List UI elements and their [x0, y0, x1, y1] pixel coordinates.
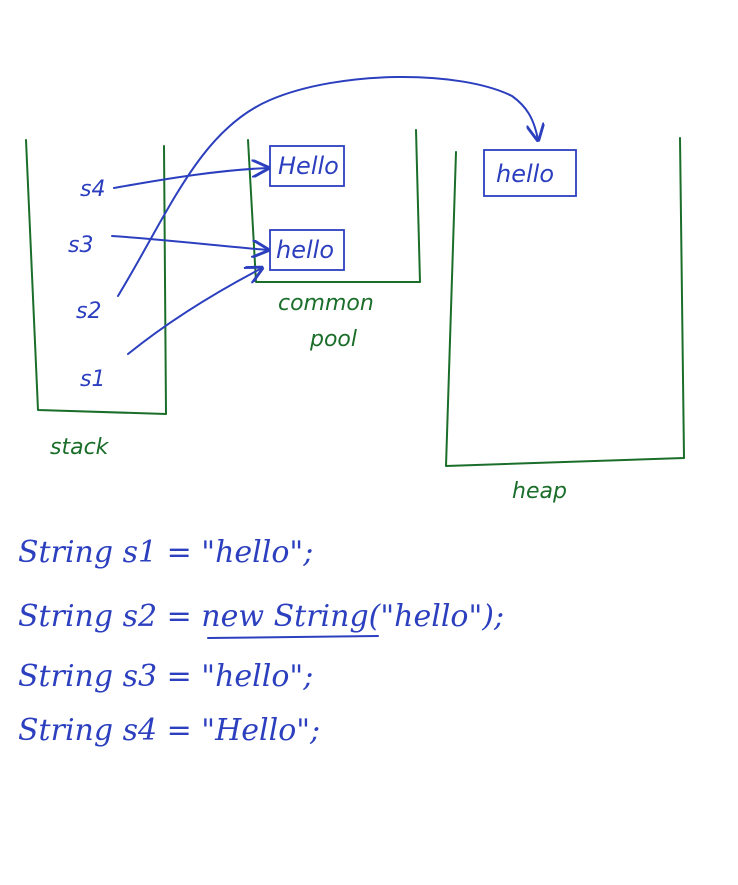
arrow-s4-to-pool-upper [113, 168, 268, 189]
arrow-s1-to-pool-lower [127, 268, 262, 355]
variable-s3: s3 [68, 233, 93, 258]
heap-box-text: hello [496, 160, 554, 188]
heap-region [445, 137, 685, 467]
variable-s1: s1 [80, 367, 105, 392]
heap-box [483, 149, 577, 197]
pool-box-upper-text: Hello [278, 152, 339, 180]
stack-region [25, 139, 167, 415]
code-line-2: String s2 = new String("hello"); [18, 599, 504, 634]
code-line-3: String s3 = "hello"; [18, 659, 313, 694]
arrow-s2-to-heap-box [117, 76, 538, 297]
common-pool-region [247, 129, 421, 283]
variable-s4: s4 [80, 177, 105, 202]
code-line-1: String s1 = "hello"; [18, 535, 313, 570]
code-line-4: String s4 = "Hello"; [18, 713, 320, 748]
variable-s2: s2 [76, 299, 101, 324]
arrow-s3-to-pool-lower [111, 235, 268, 250]
pool-label-line2: pool [309, 327, 357, 352]
pool-label-line1: common [278, 291, 374, 316]
code-line-2-underline [207, 635, 379, 639]
heap-label: heap [512, 479, 567, 504]
stack-label: stack [50, 435, 110, 460]
pool-box-lower-text: hello [276, 236, 334, 264]
